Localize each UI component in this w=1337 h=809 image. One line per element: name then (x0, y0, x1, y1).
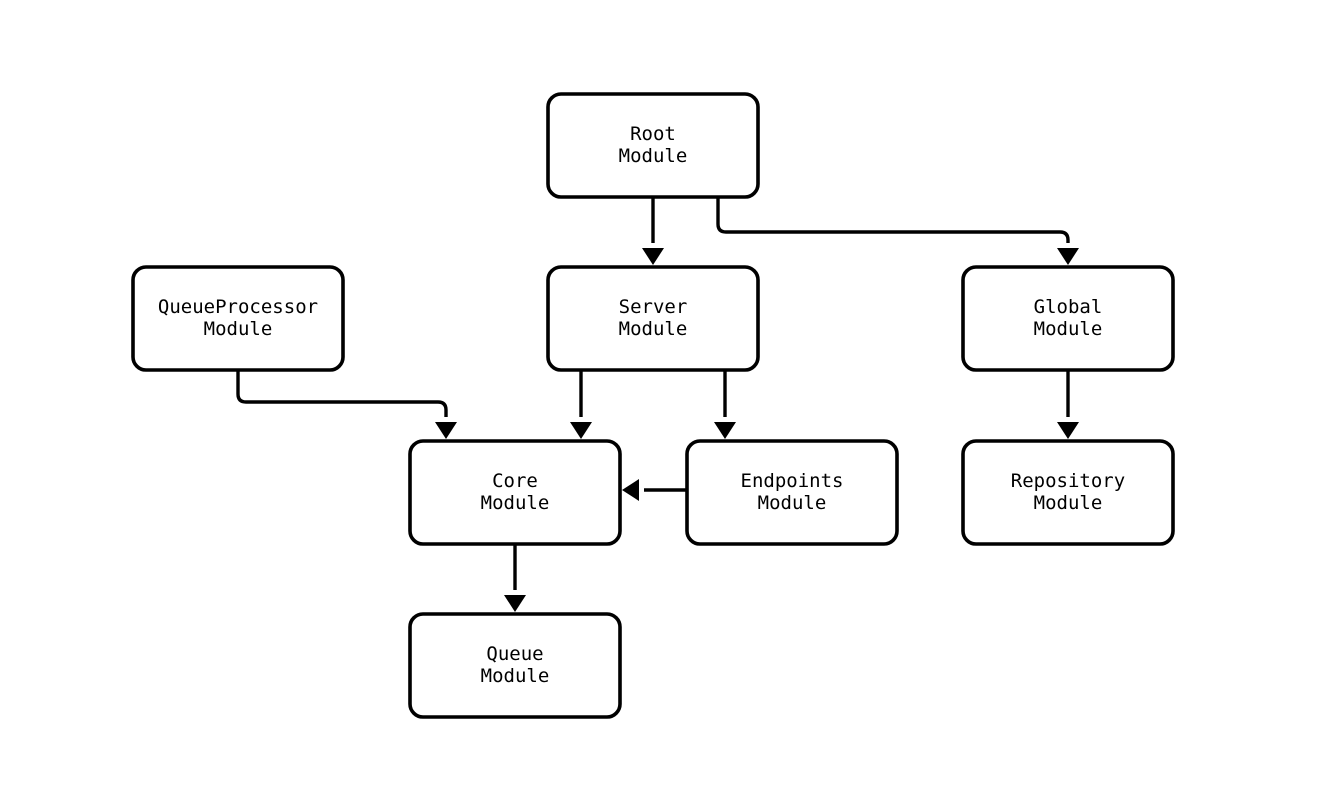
nodes-layer: RootModuleQueueProcessorModuleServerModu… (131, 92, 1175, 719)
arrowhead-icon-core-queue (504, 595, 526, 612)
node-label-line2-repository: Module (1034, 492, 1103, 514)
edge-root-server (642, 197, 664, 265)
edge-line-root-global (716, 197, 1070, 243)
edge-line-queueprocessor-core (236, 370, 448, 417)
node-label-line1-core: Core (492, 470, 538, 492)
node-box-root[interactable] (546, 92, 760, 199)
node-box-repository[interactable] (961, 439, 1175, 546)
node-label-line1-queueprocessor: QueueProcessor (158, 296, 318, 318)
node-box-queueprocessor[interactable] (131, 265, 345, 372)
node-label-line1-server: Server (619, 296, 688, 318)
arrowhead-icon-root-server (642, 248, 664, 265)
node-label-line1-endpoints: Endpoints (741, 470, 844, 492)
edge-server-core (570, 370, 592, 439)
arrowhead-icon-queueprocessor-core (435, 422, 457, 439)
node-box-queue[interactable] (408, 612, 622, 719)
node-label-line2-global: Module (1034, 318, 1103, 340)
edge-server-endpoints (714, 370, 736, 439)
node-box-core[interactable] (408, 439, 622, 546)
edge-root-global (716, 197, 1079, 265)
node-label-line2-queue: Module (481, 665, 550, 687)
arrowhead-icon-server-endpoints (714, 422, 736, 439)
node-box-server[interactable] (546, 265, 760, 372)
edge-global-repository (1057, 370, 1079, 439)
edges-layer (236, 197, 1079, 612)
node-label-line2-server: Module (619, 318, 688, 340)
node-label-line2-queueprocessor: Module (204, 318, 273, 340)
node-label-line1-queue: Queue (486, 643, 543, 665)
arrowhead-icon-global-repository (1057, 422, 1079, 439)
node-box-global[interactable] (961, 265, 1175, 372)
edge-queueprocessor-core (236, 370, 457, 439)
node-label-line2-root: Module (619, 145, 688, 167)
node-label-line2-core: Module (481, 492, 550, 514)
edge-core-queue (504, 544, 526, 612)
arrowhead-icon-server-core (570, 422, 592, 439)
node-label-line1-root: Root (630, 123, 676, 145)
node-label-line1-global: Global (1034, 296, 1103, 318)
edge-endpoints-core (622, 479, 687, 501)
node-box-endpoints[interactable] (685, 439, 899, 546)
node-label-line1-repository: Repository (1011, 470, 1125, 492)
node-label-line2-endpoints: Module (758, 492, 827, 514)
arrowhead-icon-endpoints-core (622, 479, 639, 501)
arrowhead-icon-root-global (1057, 248, 1079, 265)
